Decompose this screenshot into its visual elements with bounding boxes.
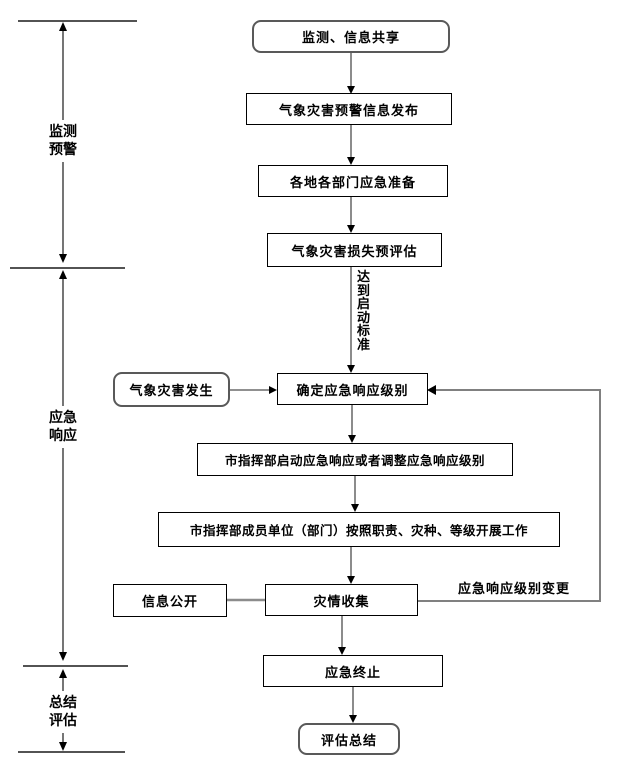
- feedback-line: [418, 389, 601, 602]
- flow-node-monitor-info-share: 监测、信息共享: [252, 20, 450, 53]
- flow-node-evaluation-summary: 评估总结: [298, 723, 400, 755]
- phase-label-emergency-response: 应急 响应: [35, 406, 91, 448]
- flow-node-emergency-preparation: 各地各部门应急准备: [258, 165, 448, 197]
- phase-label-summary-evaluation: 总结 评估: [35, 691, 91, 733]
- phase-label-line: 应急: [49, 410, 77, 426]
- phase3-arrowhead-up: [59, 669, 67, 678]
- feedback-arrowhead-left: [427, 385, 436, 395]
- phase-label-line: 评估: [49, 713, 77, 729]
- phase-label-line: 预警: [49, 142, 77, 158]
- phase-label-line: 响应: [49, 428, 77, 444]
- phase-label-line: 总结: [49, 695, 77, 711]
- flow-node-member-units-work: 市指挥部成员单位（部门）按照职责、灾种、等级开展工作: [158, 512, 560, 547]
- edge-label-reach-threshold: 达到启动标准: [356, 270, 371, 353]
- flow-node-disaster-occurs: 气象灾害发生: [113, 372, 230, 407]
- flow-connectors: [227, 53, 359, 723]
- phase3-arrowhead-down: [59, 742, 67, 751]
- flow-node-loss-pre-assessment: 气象灾害损失预评估: [267, 233, 442, 267]
- flow-node-hq-start-adjust-response: 市指挥部启动应急响应或者调整应急响应级别: [197, 443, 513, 476]
- edge-label-level-change: 应急响应级别变更: [458, 582, 571, 597]
- phase-label-line: 监测: [49, 124, 77, 140]
- phase2-arrowhead-up: [59, 270, 67, 279]
- flow-node-info-disclosure: 信息公开: [113, 584, 227, 617]
- flow-node-warning-info-release: 气象灾害预警信息发布: [246, 93, 452, 125]
- phase1-arrowhead-down: [59, 254, 67, 263]
- flow-node-emergency-termination: 应急终止: [263, 655, 443, 687]
- flow-node-determine-response-level: 确定应急响应级别: [277, 373, 428, 405]
- flow-node-disaster-info-collection: 灾情收集: [265, 584, 418, 616]
- phase1-arrowhead-up: [59, 22, 67, 31]
- feedback-loop: [418, 385, 601, 602]
- phase2-arrowhead-down: [59, 652, 67, 661]
- phase-label-monitoring-warning: 监测 预警: [35, 120, 91, 162]
